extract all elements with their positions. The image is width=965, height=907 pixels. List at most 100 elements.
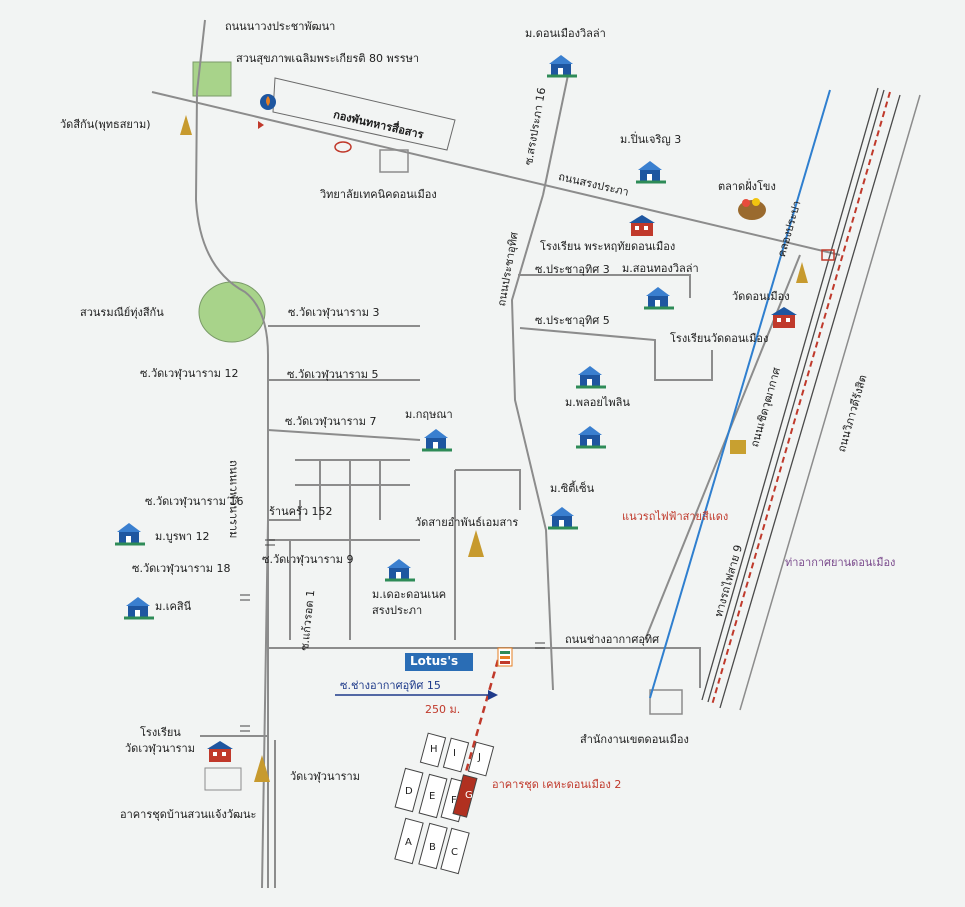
building-A <box>394 817 424 865</box>
label-wat-donmuang: วัดดอนเมือง <box>732 290 790 303</box>
house-icon <box>644 286 674 310</box>
road-soi-songprapa16 <box>542 74 569 196</box>
road-soi-prachauthit5 <box>519 327 713 381</box>
label-soi-wetsuwan7: ซ.วัดเวฬุวนาราม 7 <box>285 415 377 428</box>
label-moo-punjaroen3: ม.ปิ่นเจริญ 3 <box>620 133 682 146</box>
road-songprapa <box>151 91 841 256</box>
label-soi-wetsuwan5: ซ.วัดเวฬุวนาราม 5 <box>287 368 379 381</box>
viphawadi-road <box>739 94 921 711</box>
building-letter: G <box>465 790 473 801</box>
label-district-office: สำนักงานเขตดอนเมือง <box>580 733 689 746</box>
label-school-wetsuwan-2: วัดเวฬุวนาราม <box>125 742 195 755</box>
building-E <box>418 773 448 819</box>
house-icon <box>124 596 154 620</box>
district-office-box <box>649 689 683 715</box>
label-soi-wetsuwan3: ซ.วัดเวฬุวนาราม 3 <box>288 306 380 319</box>
label-technic-college: วิทยาลัยเทคนิคดอนเมือง <box>320 188 437 201</box>
lotus-logo <box>405 653 473 671</box>
house-icon <box>422 428 452 452</box>
road-prachauthit <box>510 194 554 691</box>
route-dashed <box>453 659 500 811</box>
label-housing-suan: อาคารชุดบ้านสวนแจ้งวัฒนะ <box>120 808 257 821</box>
label-soi-changakat15: ซ.ช่างอากาศอุทิศ 15 <box>340 679 441 692</box>
label-soi-wetsuwan16: ซ.วัดเวฬุวนาราม 16 <box>145 495 244 508</box>
house-icon <box>547 54 577 78</box>
label-moo-the-donmuang: ม.เดอะดอนเนค <box>372 588 447 601</box>
khlong-prapa-line <box>649 89 831 699</box>
road-saiamphan <box>455 469 521 510</box>
railway-line-3 <box>719 94 901 709</box>
label-moo-donmuang-villa: ม.ดอนเมืองวิลล่า <box>525 27 606 40</box>
temple-icon <box>254 755 270 782</box>
building-letter: C <box>451 847 458 858</box>
railway-line-1 <box>701 87 879 701</box>
building-I <box>442 737 470 773</box>
road-wetsuwan <box>261 519 269 889</box>
label-wat-sikan: วัดสีกัน(พุทธสยาม) <box>60 118 151 131</box>
label-airport: ท่าอากาศยานดอนเมือง <box>785 556 896 569</box>
label-road-changakat: ถนนช่างอากาศอุทิศ <box>565 633 660 646</box>
house-icon <box>576 425 606 449</box>
label-wat-wetsuwan: วัดเวฬุวนาราม <box>290 770 360 783</box>
label-soi-wetsuwan12: ซ.วัดเวฬุวนาราม 12 <box>140 367 239 380</box>
label-road-nawang: ถนนนาวงประชาพัฒนา <box>225 20 336 33</box>
school-icon <box>770 306 800 330</box>
building-G <box>452 774 478 818</box>
school-icon <box>628 214 658 238</box>
temple-icon <box>468 530 484 557</box>
label-moo-burapha12: ม.บูรพา 12 <box>155 530 210 543</box>
road-changakat <box>268 647 701 688</box>
house-icon <box>576 365 606 389</box>
toyota-logo-icon <box>334 141 352 153</box>
building-C <box>440 827 470 875</box>
label-park-80: สวนสุขภาพเฉลิมพระเกียรติ 80 พรรษา <box>236 52 420 65</box>
label-lotus: Lotus's <box>410 654 459 668</box>
label-red-line: แนวรถไฟฟ้าสายสีแดง <box>622 510 729 523</box>
road-soi-wetsuwan7 <box>267 429 421 441</box>
label-school-wetsuwan-1: โรงเรียน <box>140 726 181 739</box>
red-line-track <box>711 91 891 706</box>
railway-line-2 <box>707 89 885 703</box>
house-icon <box>548 506 578 530</box>
building-J <box>467 741 495 777</box>
label-distance: 250 ม. <box>425 703 461 716</box>
label-school-watdonmuang: โรงเรียนวัดดอนเมือง <box>670 332 769 345</box>
label-soi-wetsuwan18: ซ.วัดเวฬุวนาราม 18 <box>132 562 231 575</box>
label-moo-kesini: ม.เคสินี <box>155 600 192 613</box>
suzuki-logo-icon <box>252 121 264 129</box>
label-ran-krua: ร้านครัว 152 <box>269 505 333 518</box>
house-icon <box>115 522 145 546</box>
label-moo-kritsana: ม.กฤษณา <box>405 408 453 421</box>
label-moo-ploiphailin: ม.พลอยไพลิน <box>565 396 630 409</box>
road-nawang <box>194 19 269 888</box>
label-condo-kheha: อาคารชุด เคหะดอนเมือง 2 <box>492 778 622 791</box>
house-icon <box>385 558 415 582</box>
building-letter: J <box>477 752 481 763</box>
building-letter: F <box>451 795 457 806</box>
label-park-thungsikan: สวนรมณีย์ทุ่งสีกัน <box>80 306 164 319</box>
label-school-phrahruthai: โรงเรียน พระหฤทัยดอนเมือง <box>540 240 676 253</box>
school-icon <box>206 740 236 764</box>
building-letter: D <box>405 786 413 797</box>
park-thungsikan-area <box>198 281 266 343</box>
label-soi-prachauthit3: ซ.ประชาอุทิศ 3 <box>535 263 610 276</box>
label-soi-prachauthit5: ซ.ประชาอุทิศ 5 <box>535 314 610 327</box>
airport-icon <box>730 440 746 454</box>
soi15-arrowhead <box>488 690 498 700</box>
house-icon <box>636 160 666 184</box>
building-B <box>418 822 448 870</box>
temple-icon <box>796 262 808 283</box>
building-letter: H <box>430 744 438 755</box>
building-letter: B <box>429 842 436 853</box>
road-soi-prachauthit3 <box>518 274 691 298</box>
building-D <box>394 767 424 813</box>
temple-icon <box>180 115 192 135</box>
station-marker <box>821 249 835 261</box>
label-songprapa: สรงประภา <box>372 604 423 617</box>
building-letter: E <box>429 791 435 802</box>
building-letter: I <box>453 748 456 759</box>
label-talat-fangkhong: ตลาดฝั่งโขง <box>718 180 776 193</box>
road-soi-wetsuwan16 <box>268 500 301 521</box>
